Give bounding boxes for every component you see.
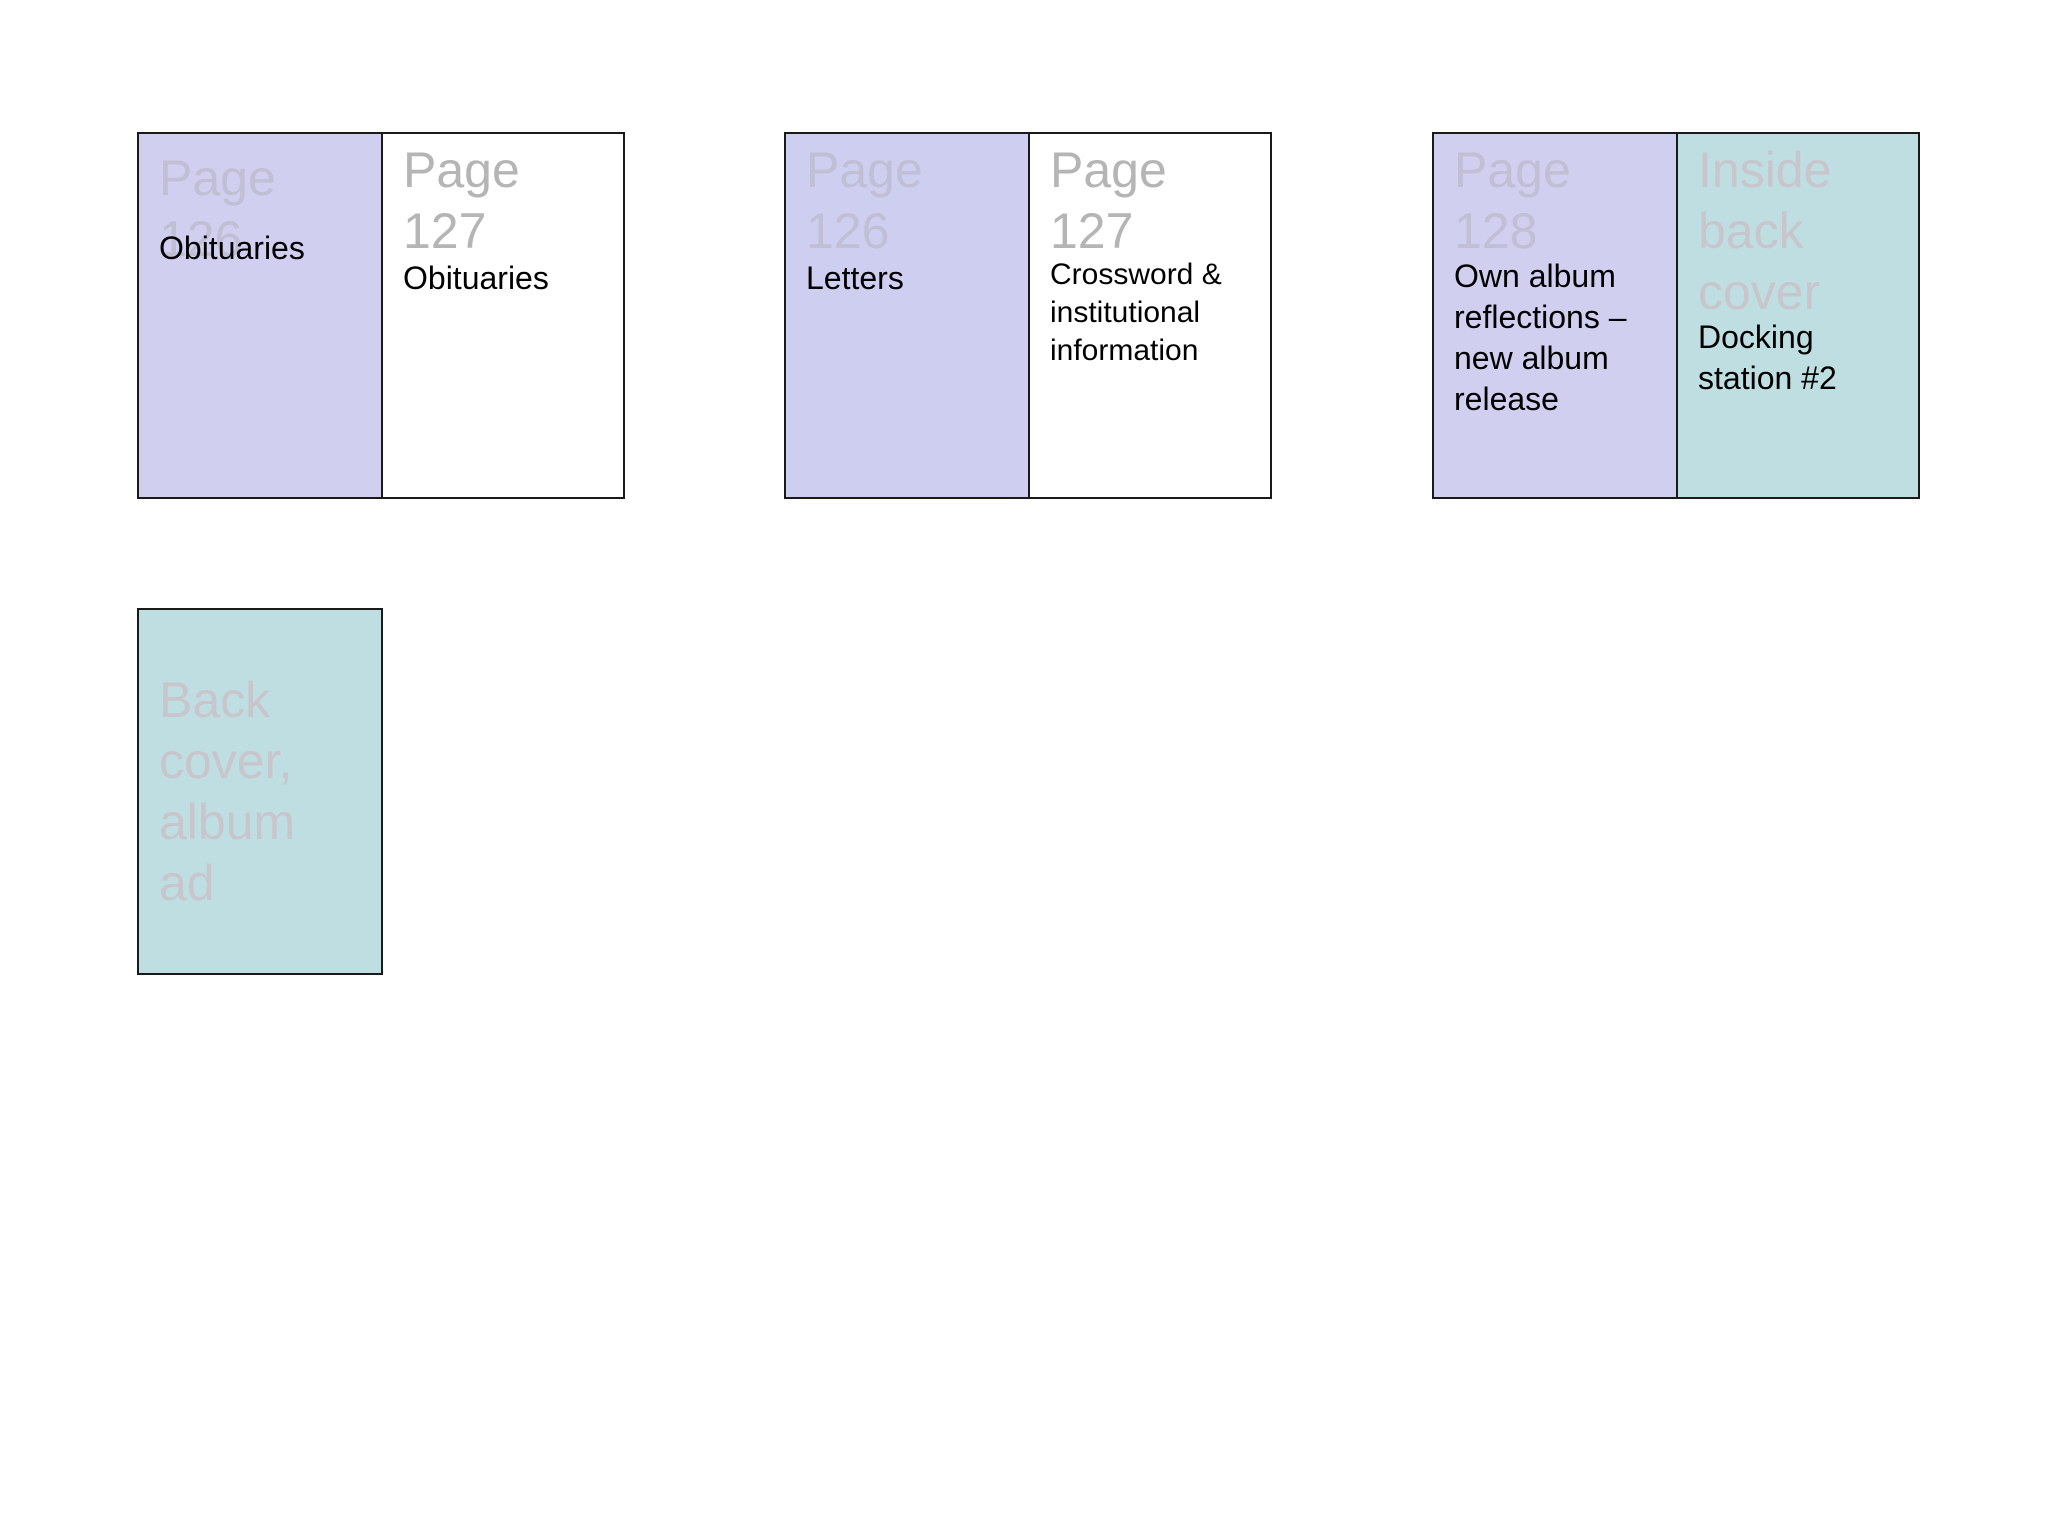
page-127-obituaries: Page 127 Obituaries: [381, 134, 623, 497]
spread-1: Page 126 Obituaries Page 127 Obituaries: [137, 132, 625, 499]
page-126-letters: Page 126 Letters: [786, 134, 1028, 497]
back-cover: Back cover, album ad: [137, 608, 383, 975]
page-content: Own album reflections – new album releas…: [1454, 258, 1627, 417]
page-128-album-reflections: Page 128 Own album reflections – new alb…: [1434, 134, 1676, 497]
page-content: Letters: [806, 260, 904, 296]
page-label: Page 126: [806, 142, 923, 259]
page-content: Obituaries: [403, 260, 549, 296]
page-label: Page 126: [159, 150, 276, 267]
inside-back-cover: Inside back cover Docking station #2: [1676, 134, 1918, 497]
page-content: Crossword & institutional information: [1050, 258, 1222, 367]
back-cover-page: Back cover, album ad: [139, 610, 381, 973]
spread-2: Page 126 Letters Page 127 Crossword & in…: [784, 132, 1272, 499]
page-label: Inside back cover: [1698, 142, 1832, 320]
page-label: Page 127: [1050, 142, 1167, 259]
page-content: Docking station #2: [1698, 319, 1837, 396]
spread-3: Page 128 Own album reflections – new alb…: [1432, 132, 1920, 499]
page-content: Obituaries: [159, 230, 305, 266]
page-127-crossword: Page 127 Crossword & institutional infor…: [1028, 134, 1270, 497]
page-label: Page 128: [1454, 142, 1571, 259]
page-label: Back cover, album ad: [159, 672, 296, 911]
page-label: Page 127: [403, 142, 520, 259]
page-126-obituaries: Page 126 Obituaries: [139, 134, 381, 497]
